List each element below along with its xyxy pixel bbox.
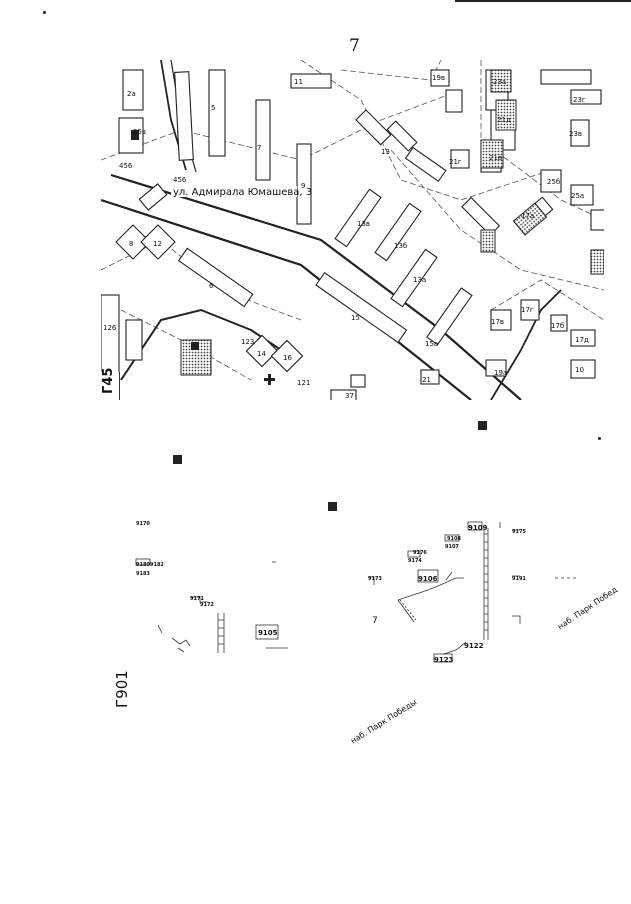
building-label: 17б <box>551 322 564 330</box>
building-label: 456 <box>173 176 187 184</box>
plot-code: 9175 <box>512 529 526 535</box>
map-marker <box>478 421 487 430</box>
cadastral-map: 2а 25в 5 7 9 11 13 13а 13б 13в 15 15а 19… <box>101 60 604 400</box>
building-label: 23г <box>573 96 586 104</box>
plot-code: 9191 <box>512 576 526 582</box>
page-number: 7 <box>349 36 360 56</box>
plot-schematic: 9170 9180 9183 9171 9172 9176 9174 9173 … <box>135 521 577 664</box>
sheet-label-g901: Г901 <box>113 670 131 708</box>
building-label: 8 <box>129 240 133 248</box>
building-label: 17в <box>491 318 504 326</box>
plot-code: 9122 <box>464 642 484 650</box>
building-label: 21 <box>422 376 431 384</box>
building-label: 37 <box>345 392 354 400</box>
building-label: 16 <box>283 354 292 362</box>
plot-code: 9106 <box>418 575 438 583</box>
street-label: ул. Адмирала Юмашева, 3 <box>173 187 312 198</box>
building-label: 13б <box>394 242 407 250</box>
building-label: 7 <box>257 144 261 152</box>
building-label: 21г <box>449 158 462 166</box>
section-number: 7 <box>372 616 378 626</box>
hatched-buildings <box>180 69 604 376</box>
building-label: 17а <box>521 212 534 220</box>
building-label: 12 <box>153 240 162 248</box>
top-border-line <box>455 0 631 2</box>
plot-code: 9170 <box>136 521 150 527</box>
building-label: 13 <box>381 148 390 156</box>
building-label: 23а <box>493 78 506 86</box>
plot-code: 9183 <box>136 571 150 577</box>
plot-code: 9172 <box>200 602 214 608</box>
building-label: 6 <box>209 282 214 290</box>
buildings <box>101 69 604 400</box>
map-marker <box>173 455 182 464</box>
building-label: 21в <box>489 154 502 162</box>
plot-code: 9109 <box>468 524 488 532</box>
building-label: 13а <box>413 276 426 284</box>
building-label: 15а <box>425 340 438 348</box>
plot-code: 9176 <box>413 550 427 556</box>
plot-code: 9180 <box>136 562 150 568</box>
building-label: 126 <box>103 324 117 332</box>
building-label: 2а <box>127 90 136 98</box>
speck <box>598 437 601 440</box>
building-label: 5 <box>211 104 215 112</box>
building-label: 17д <box>575 336 589 344</box>
building-label: 19в <box>432 74 445 82</box>
building-label: 15 <box>351 314 360 322</box>
building-label: 25в <box>133 128 146 136</box>
plot-code: 9105 <box>258 629 278 637</box>
building-label: 13в <box>357 220 370 228</box>
building-label: 121 <box>297 379 310 387</box>
building-label: 17г <box>521 306 534 314</box>
building-label: 10 <box>575 366 584 374</box>
speck <box>43 11 46 14</box>
plot-code: 9108 <box>447 536 461 542</box>
plot-code: 9174 <box>408 558 422 564</box>
building-label: 25б <box>547 178 560 186</box>
plot-code: 9182 <box>150 562 164 568</box>
building-label: 123 <box>241 338 254 346</box>
building-label: 25а <box>571 192 584 200</box>
building-label: 11 <box>294 78 303 86</box>
plot-code: 9173 <box>368 576 382 582</box>
plot-code: 9107 <box>445 544 459 550</box>
building-label: 21д <box>497 116 511 124</box>
plot-code: 9123 <box>434 656 454 664</box>
building-label: 14 <box>257 350 266 358</box>
building-label: 456 <box>119 162 133 170</box>
plot-code: 9171 <box>190 596 204 602</box>
building-labels: 2а 25в 5 7 9 11 13 13а 13б 13в 15 15а 19… <box>103 74 589 400</box>
sheet-label-g45: Г45 <box>101 368 120 400</box>
building-label: 9 <box>301 182 305 190</box>
map-marker <box>328 502 337 511</box>
sheet-label-text: Г45 <box>101 367 116 394</box>
map-markers <box>131 130 275 385</box>
building-label: 19а <box>494 369 507 377</box>
building-label: 23в <box>569 130 582 138</box>
